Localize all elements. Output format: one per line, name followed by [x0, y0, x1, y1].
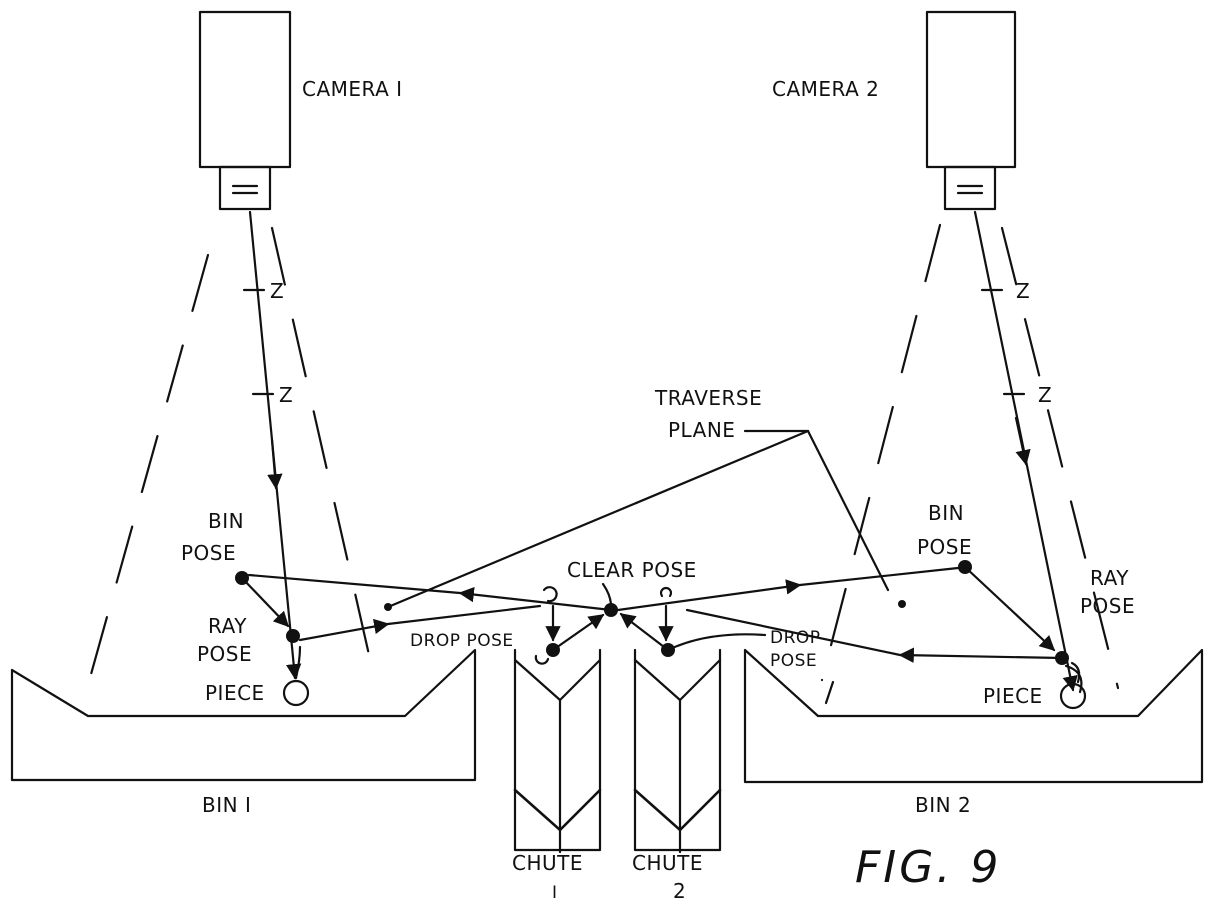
piece-1-label: PIECE [205, 681, 265, 705]
drop-pose-2-leader [666, 633, 767, 652]
chute-1-number: I [552, 883, 558, 903]
camera-2-ray-arrow-mid [1014, 416, 1031, 466]
clear-pose-label: CLEAR POSE [567, 558, 697, 582]
bin-1 [10, 648, 477, 782]
piece-2 [1059, 682, 1087, 710]
bin-pose-2-label: BIN [928, 501, 964, 525]
motion-path [240, 565, 1081, 684]
drop-pose-2-tick [824, 680, 835, 705]
chute-2 [633, 648, 722, 854]
figure-label: FIG. 9 [855, 842, 1001, 893]
camera-1-field-of-view [86, 226, 374, 687]
piece-1 [282, 679, 310, 707]
ray-pose-2-label: POSE [1080, 594, 1135, 618]
bin-pose-1-label: POSE [181, 541, 236, 565]
camera-1-ray-arrow-mid [267, 438, 283, 490]
z-tick-label: Z [1016, 279, 1030, 303]
drop-pose-2-indicator [658, 586, 674, 642]
chute-1-label: CHUTE [512, 851, 583, 875]
camera-1 [198, 10, 292, 211]
traverse-plane-leaders [386, 429, 890, 609]
traverse-plane-label: TRAVERSE [654, 386, 762, 410]
chute-1 [513, 648, 602, 854]
traverse-plane-point-2 [898, 600, 906, 608]
bin-1-label: BIN I [202, 793, 251, 817]
ray-pose-2-label: RAY [1090, 566, 1129, 590]
bin-2-label: BIN 2 [915, 793, 971, 817]
drop-pose-2-label: DROP [770, 628, 821, 648]
drop-pose-1-label: DROP POSE [410, 631, 514, 651]
piece-2-label: PIECE [983, 684, 1043, 708]
traverse-plane-label: PLANE [668, 418, 735, 442]
ray-pose-1 [286, 629, 300, 643]
drop-pose-1-indicator [534, 586, 561, 665]
ray-pose-1-label: POSE [197, 642, 252, 666]
drop-pose-2-label: POSE [770, 651, 817, 671]
z-tick-label: Z [1038, 383, 1052, 407]
chute-2-label: CHUTE [632, 851, 703, 875]
camera-1-label: CAMERA I [302, 77, 403, 101]
ray-pose-1-label: RAY [208, 614, 247, 638]
z-tick-label: Z [270, 279, 284, 303]
bin-pose-1-label: BIN [208, 509, 244, 533]
bin-2 [743, 648, 1204, 784]
camera-2-field-of-view [820, 223, 1120, 690]
camera-2-label: CAMERA 2 [772, 77, 879, 101]
bin-pose-2-label: POSE [917, 535, 972, 559]
z-tick-label: Z [279, 383, 293, 407]
chute-2-number: 2 [673, 879, 686, 903]
camera-2 [925, 10, 1017, 211]
clear-pose-leader [601, 582, 613, 606]
